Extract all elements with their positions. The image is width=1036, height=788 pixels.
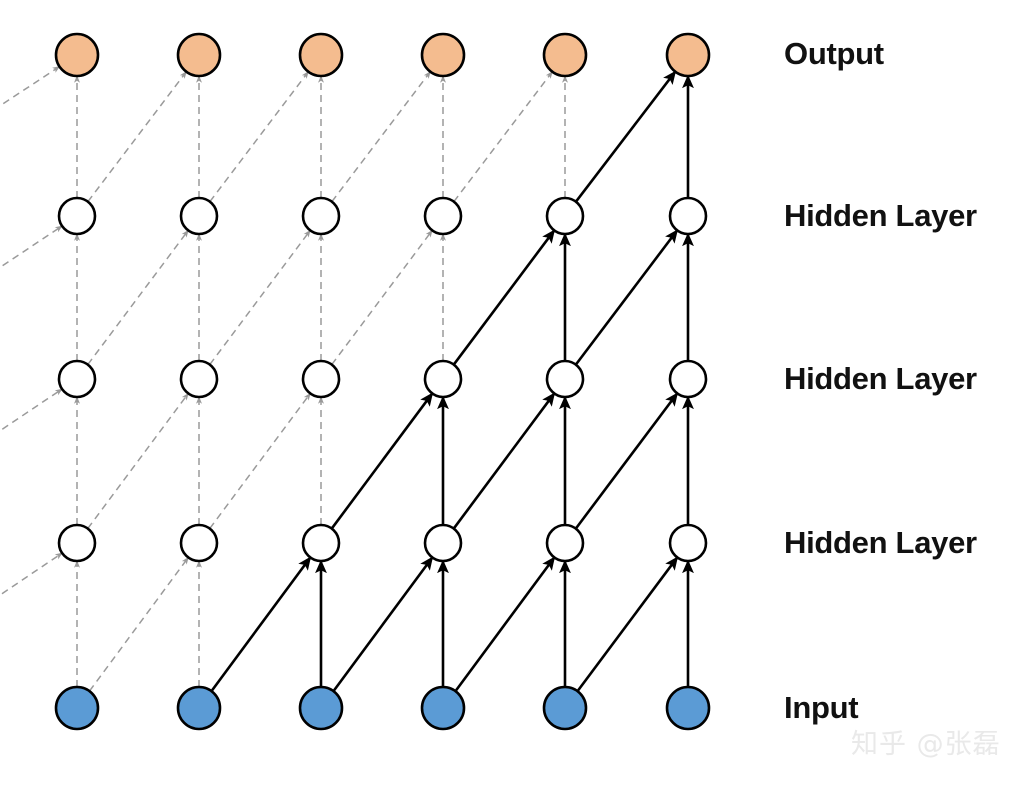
node-group	[54, 32, 711, 731]
node-hidden3-5[interactable]	[545, 196, 585, 236]
node-hidden2-1[interactable]	[57, 359, 97, 399]
edge-hidden2-to-hidden3-c3-diagonal	[209, 229, 311, 366]
node-hidden2-3[interactable]	[301, 359, 341, 399]
node-input-6[interactable]	[665, 685, 711, 731]
edge-hidden1-to-hidden2-c1-diagonal	[0, 388, 63, 432]
edge-hidden1-to-hidden2-c3-diagonal	[209, 392, 311, 530]
layer-label-hidden-3: Hidden Layer	[784, 198, 977, 233]
node-output-3[interactable]	[298, 32, 344, 78]
edge-input-to-hidden1-c3-diagonal	[210, 556, 312, 692]
edge-hidden1-to-hidden2-c2-diagonal	[87, 392, 189, 530]
edge-hidden3-to-output-c4-diagonal	[331, 71, 431, 203]
node-output-5[interactable]	[542, 32, 588, 78]
node-hidden3-3[interactable]	[301, 196, 341, 236]
edge-hidden2-to-hidden3-c4-diagonal	[331, 229, 433, 366]
edge-hidden3-to-output-c6-diagonal	[574, 70, 677, 203]
node-input-2[interactable]	[176, 685, 222, 731]
node-input-3[interactable]	[298, 685, 344, 731]
node-hidden2-4[interactable]	[423, 359, 463, 399]
node-output-1[interactable]	[54, 32, 100, 78]
inactive-edge-group	[0, 65, 568, 692]
edge-hidden2-to-hidden3-c1-diagonal	[0, 225, 63, 269]
layer-label-hidden-1: Hidden Layer	[784, 525, 977, 560]
node-hidden3-6[interactable]	[668, 196, 708, 236]
layer-label-hidden-2: Hidden Layer	[784, 361, 977, 396]
node-hidden2-2[interactable]	[179, 359, 219, 399]
node-output-2[interactable]	[176, 32, 222, 78]
edge-input-to-hidden1-c4-diagonal	[332, 556, 434, 692]
edge-hidden1-to-hidden2-c6-diagonal	[574, 392, 679, 530]
node-hidden2-5[interactable]	[545, 359, 585, 399]
node-hidden3-4[interactable]	[423, 196, 463, 236]
node-hidden1-1[interactable]	[57, 523, 97, 563]
node-hidden1-5[interactable]	[545, 523, 585, 563]
edge-hidden2-to-hidden3-c6-diagonal	[574, 229, 679, 366]
node-output-6[interactable]	[665, 32, 711, 78]
edge-hidden3-to-output-c2-diagonal	[87, 71, 187, 203]
edge-hidden2-to-hidden3-c2-diagonal	[87, 229, 189, 366]
edge-input-to-hidden1-c5-diagonal	[454, 556, 556, 692]
node-output-4[interactable]	[420, 32, 466, 78]
layer-label-output: Output	[784, 36, 884, 71]
watermark-zhihu: 知乎 @张磊	[851, 729, 1001, 760]
edge-hidden3-to-output-c5-diagonal	[453, 71, 553, 203]
edge-hidden2-to-hidden3-c5-diagonal	[452, 229, 556, 366]
layer-label-input: Input	[784, 690, 859, 725]
node-hidden3-1[interactable]	[57, 196, 97, 236]
edge-hidden1-to-hidden2-c5-diagonal	[452, 392, 556, 530]
node-input-1[interactable]	[54, 685, 100, 731]
edge-hidden3-to-output-c1-diagonal	[0, 65, 61, 107]
edge-hidden3-to-output-c3-diagonal	[209, 71, 309, 203]
node-hidden1-2[interactable]	[179, 523, 219, 563]
edge-hidden1-to-hidden2-c4-diagonal	[330, 392, 434, 530]
node-input-4[interactable]	[420, 685, 466, 731]
node-hidden1-6[interactable]	[668, 523, 708, 563]
node-hidden3-2[interactable]	[179, 196, 219, 236]
node-input-5[interactable]	[542, 685, 588, 731]
node-hidden2-6[interactable]	[668, 359, 708, 399]
edge-input-to-hidden1-c6-diagonal	[576, 556, 679, 692]
node-hidden1-4[interactable]	[423, 523, 463, 563]
active-edge-group	[210, 70, 694, 692]
node-hidden1-3[interactable]	[301, 523, 341, 563]
edge-input-to-hidden1-c1-diagonal	[0, 552, 63, 596]
edge-input-to-hidden1-c2-diagonal	[88, 556, 189, 692]
